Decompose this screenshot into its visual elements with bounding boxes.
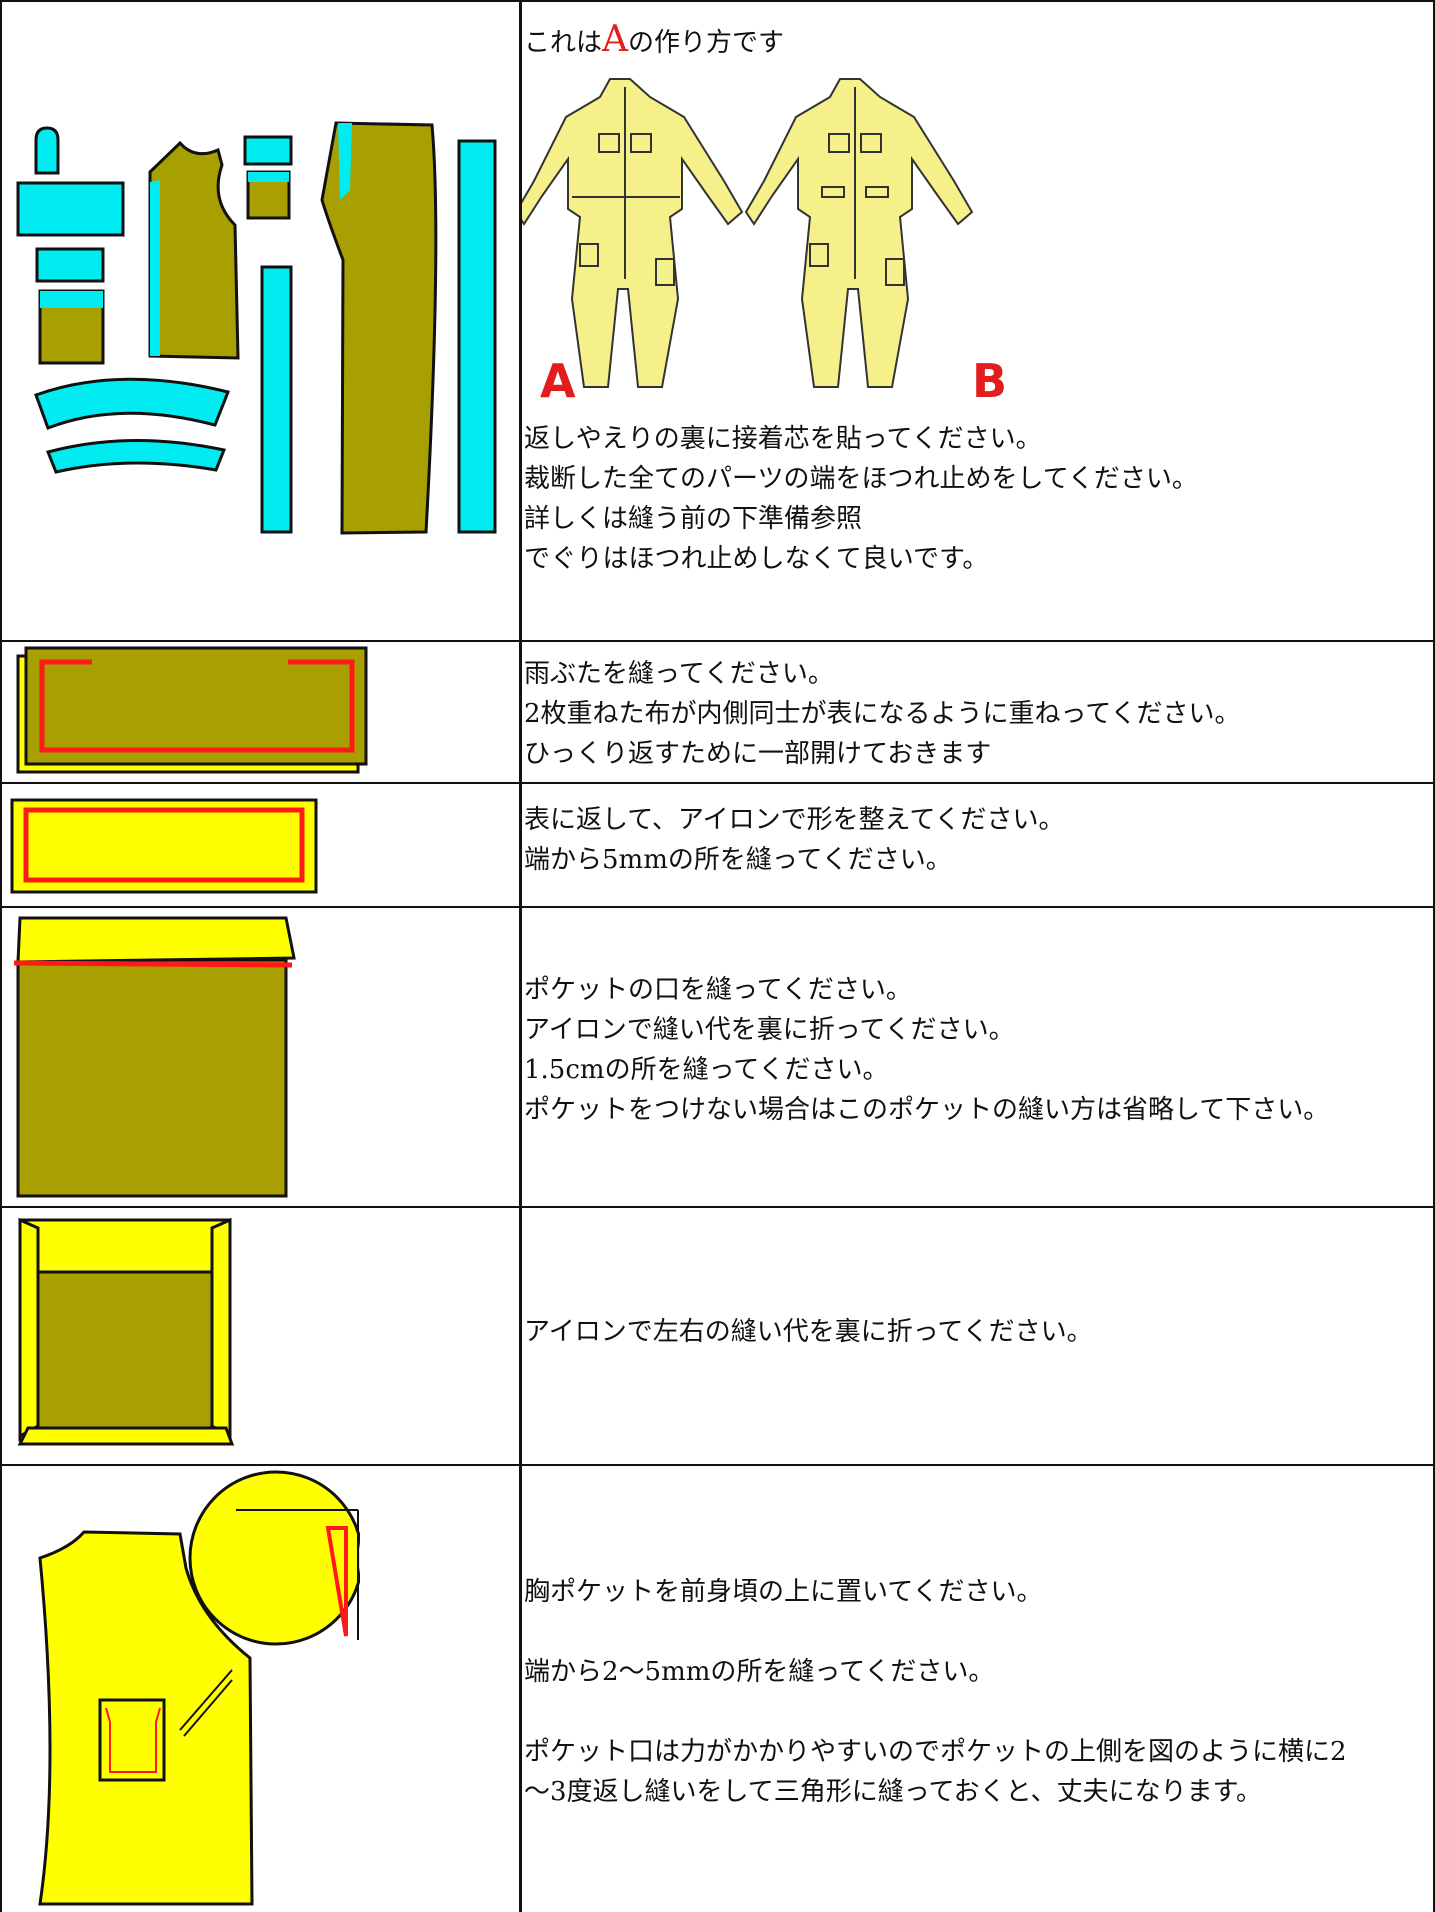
magnifier-cut <box>360 1468 370 1648</box>
step-4-line-2: アイロンで縫い代を裏に折ってください。 <box>524 1015 1015 1045</box>
flap-turned <box>10 798 318 894</box>
step-6-line-3: ポケット口は力がかかりやすいのでポケットの上側を図のように横に2 <box>524 1737 1347 1767</box>
step-6-text: 胸ポケットを前身頃の上に置いてください。 端から2〜5mmの所を縫ってください。… <box>522 1468 1435 1912</box>
coverall-illustration: A B <box>522 78 1007 408</box>
column-divider <box>519 0 522 1912</box>
step-6-line-2: 端から2〜5mmの所を縫ってください。 <box>524 1657 995 1687</box>
title-highlight: A <box>602 19 629 60</box>
title-suffix: の作り方です <box>628 28 785 58</box>
pattern-piece-small <box>35 247 105 283</box>
step-3-line-2: 端から5mmの所を縫ってください。 <box>524 845 952 875</box>
coverall-b <box>744 78 974 388</box>
step-4-illustration <box>0 910 520 1204</box>
magnifier-circle <box>188 1470 364 1646</box>
pattern-pieces-diagram <box>16 121 497 535</box>
pocket-interfacing <box>40 291 103 308</box>
step-2-line-3: ひっくり返すために一部開けておきます <box>524 739 992 769</box>
flap-turned-diagram <box>10 798 318 894</box>
trouser-piece <box>320 121 438 535</box>
step-1-title: これはAの作り方です <box>522 0 1435 63</box>
step-3-illustration <box>0 788 520 904</box>
collar-stand-piece <box>45 439 227 474</box>
step-6-line-4: 〜3度返し縫いをして三角形に縫っておくと、丈夫になります。 <box>524 1777 1263 1807</box>
topstitch-line <box>23 807 305 883</box>
step-5-line-1: アイロンで左右の縫い代を裏に折ってください。 <box>524 1317 1093 1347</box>
step-row-2: 雨ぶたを縫ってください。 2枚重ねた布が内側同士が表になるように重ねってください… <box>0 642 1435 778</box>
chest-pocket-interfacing <box>248 172 289 182</box>
pattern-piece-tab <box>34 126 60 175</box>
pocket-stitch <box>105 1707 161 1773</box>
step-1-text: これはAの作り方です <box>522 0 1435 600</box>
hem-stitch-line <box>13 960 293 968</box>
row-divider-3 <box>0 906 1435 908</box>
pocket-body <box>16 958 288 1198</box>
row-divider-2 <box>0 782 1435 784</box>
step-3-text: 表に返して、アイロンで形を整えてください。 端から5mmの所を縫ってください。 <box>522 788 1435 904</box>
step-row-6: 胸ポケットを前身頃の上に置いてください。 端から2〜5mmの所を縫ってください。… <box>0 1468 1435 1912</box>
row-divider-5 <box>0 1464 1435 1466</box>
row-divider-top <box>0 0 1435 2</box>
table-border-left <box>0 0 2 1912</box>
step-6-illustration <box>0 1468 520 1912</box>
zoom-triangle-stitch <box>325 1526 348 1637</box>
step-2-line-2: 2枚重ねた布が内側同士が表になるように重ねってください。 <box>524 699 1241 729</box>
step-4-text: ポケットの口を縫ってください。 アイロンで縫い代を裏に折ってください。 1.5c… <box>522 910 1435 1204</box>
pocket-center <box>36 1270 214 1430</box>
step-2-line-1: 雨ぶたを縫ってください。 <box>524 659 834 689</box>
step-2-illustration <box>0 642 520 778</box>
step-1-line-2: 裁断した全てのパーツの端をほつれ止めをしてください。 <box>524 464 1198 494</box>
step-row-1: これはAの作り方です <box>0 0 1435 600</box>
step-1-line-1: 返しやえりの裏に接着芯を貼ってください。 <box>524 424 1042 454</box>
front-facing-strip <box>150 180 160 356</box>
step-4-line-1: ポケットの口を縫ってください。 <box>524 975 912 1005</box>
flap-sewing-diagram <box>16 646 368 774</box>
suit-label-a: A <box>540 354 576 408</box>
coverall-a <box>522 78 744 388</box>
flap-piece <box>243 135 293 166</box>
long-strip-piece <box>457 139 497 534</box>
pattern-piece-rect <box>16 181 125 237</box>
front-bodice-piece <box>148 140 240 360</box>
step-4-line-4: ポケットをつけない場合はこのポケットの縫い方は省略して下さい。 <box>524 1095 1330 1125</box>
step-1-line-3: 詳しくは縫う前の下準備参照 <box>524 504 863 534</box>
pocket-sides-diagram <box>17 1217 235 1446</box>
step-1-line-4: でぐりはほつれ止めしなくて良いです。 <box>524 544 989 574</box>
row-divider-4 <box>0 1206 1435 1208</box>
callout-line-2 <box>183 1679 233 1737</box>
trouser-facing-strip <box>338 123 352 200</box>
stitch-line <box>39 659 355 753</box>
step-2-text: 雨ぶたを縫ってください。 2枚重ねた布が内側同士が表になるように重ねってください… <box>522 642 1435 778</box>
pocket-opening-diagram <box>13 916 296 1198</box>
step-row-3: 表に返して、アイロンで形を整えてください。 端から5mmの所を縫ってください。 <box>0 788 1435 904</box>
callout-line <box>179 1669 233 1731</box>
step-1-illustration <box>0 0 520 600</box>
table-border-right <box>1433 0 1435 1912</box>
bottom-fold <box>17 1426 235 1446</box>
pocket-folded-hem <box>16 916 296 964</box>
title-prefix: これは <box>524 28 603 58</box>
collar-piece <box>34 377 231 430</box>
row-divider-1 <box>0 640 1435 642</box>
step-5-illustration <box>0 1208 520 1452</box>
step-5-text: アイロンで左右の縫い代を裏に折ってください。 <box>522 1208 1435 1452</box>
suit-label-b: B <box>972 354 1007 408</box>
flap-front-layer <box>24 646 368 766</box>
step-3-line-1: 表に返して、アイロンで形を整えてください。 <box>524 805 1065 835</box>
step-1-body: 返しやえりの裏に接着芯を貼ってください。 裁断した全てのパーツの端をほつれ止めを… <box>522 419 1435 579</box>
step-6-line-1: 胸ポケットを前身頃の上に置いてください。 <box>524 1577 1043 1607</box>
step-row-4: ポケットの口を縫ってください。 アイロンで縫い代を裏に折ってください。 1.5c… <box>0 910 1435 1204</box>
chest-pocket-placement-diagram <box>38 1468 370 1906</box>
step-row-5: アイロンで左右の縫い代を裏に折ってください。 <box>0 1208 1435 1452</box>
waist-band-piece <box>260 265 293 534</box>
right-fold <box>210 1217 232 1439</box>
step-4-line-3: 1.5cmの所を縫ってください。 <box>524 1055 889 1085</box>
left-fold <box>18 1217 40 1439</box>
